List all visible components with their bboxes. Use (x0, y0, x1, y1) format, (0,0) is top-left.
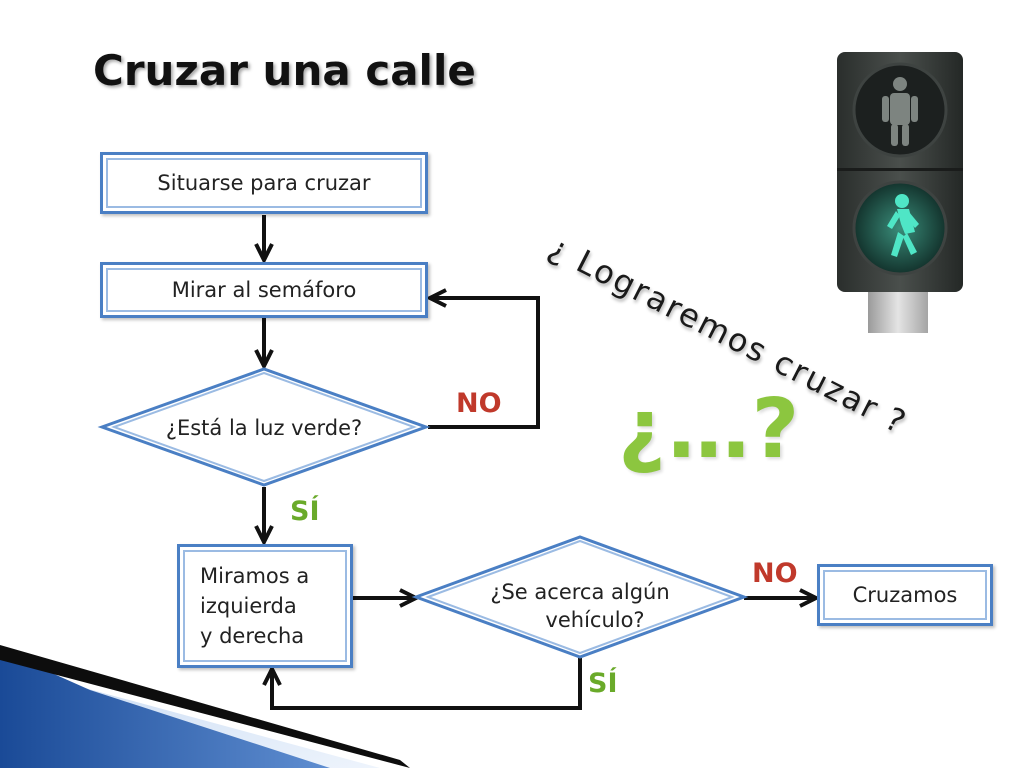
node-cruzamos: Cruzamos (817, 564, 993, 626)
label-no-2: NO (752, 558, 798, 589)
arrow-vehiculo-si-loop (272, 658, 582, 710)
decision-luz-verde-label: ¿Está la luz verde? (165, 416, 363, 440)
decision-luz-verde-shape (97, 367, 431, 487)
decision-vehiculo-shape (411, 535, 749, 659)
node-situarse-label: Situarse para cruzar (157, 171, 371, 195)
label-no-1: NO (456, 388, 502, 419)
arrow-luz-verde-no-loop (428, 298, 540, 429)
node-miramos-line-2: izquierda (200, 594, 297, 618)
label-si-1: SÍ (290, 496, 320, 527)
label-si-2: SÍ (588, 668, 618, 699)
decision-vehiculo-line-2: vehículo? (545, 608, 645, 632)
node-miramos: Miramos a izquierda y derecha (177, 544, 353, 668)
node-miramos-line-1: Miramos a (200, 564, 310, 588)
pedestrian-traffic-light-icon (837, 52, 963, 333)
slide-title: Cruzar una calle (93, 46, 476, 95)
decision-vehiculo-label: ¿Se acerca algún vehículo? (455, 578, 705, 634)
node-cruzamos-label: Cruzamos (852, 583, 958, 607)
node-situarse: Situarse para cruzar (100, 152, 428, 214)
node-mirar-semaforo-label: Mirar al semáforo (171, 278, 357, 302)
node-miramos-line-3: y derecha (200, 624, 305, 648)
big-question-mark: ¿…? (618, 382, 802, 477)
decision-vehiculo-line-1: ¿Se acerca algún (490, 580, 670, 604)
node-mirar-semaforo: Mirar al semáforo (100, 262, 428, 318)
